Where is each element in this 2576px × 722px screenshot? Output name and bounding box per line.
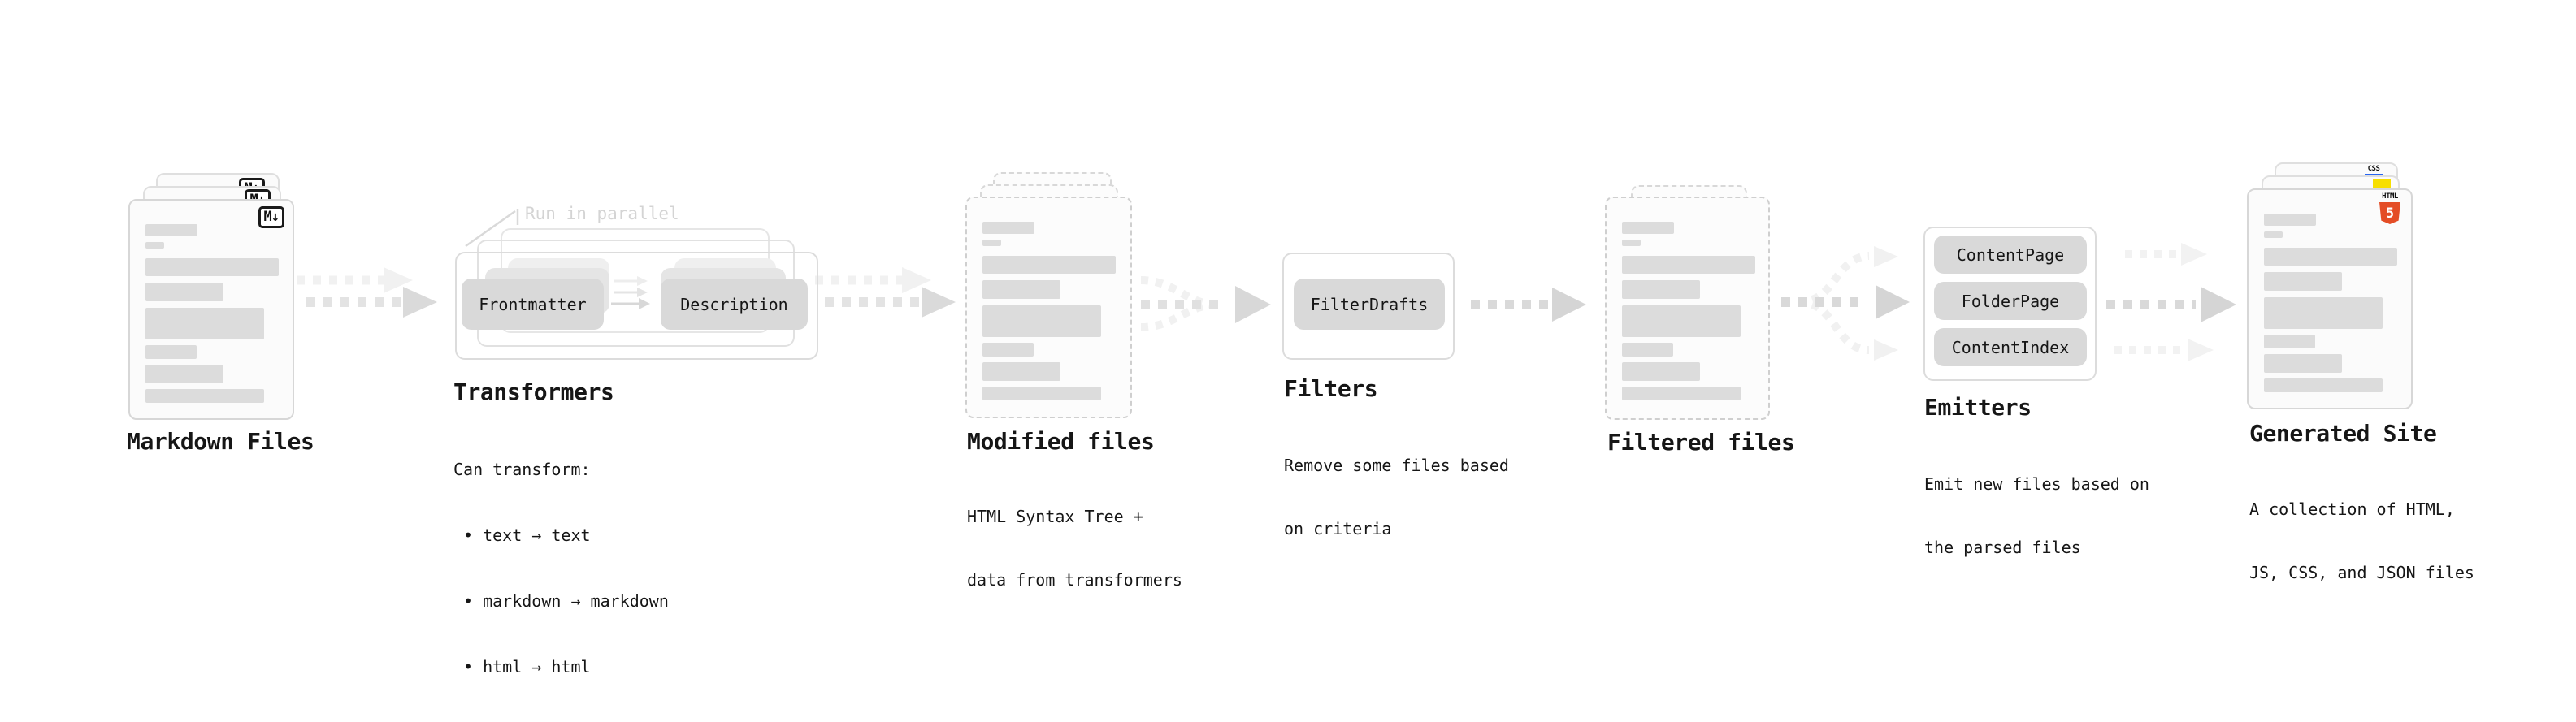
placeholder-line (145, 389, 264, 403)
document-card: M↓ (128, 199, 294, 420)
document-card-dashed (965, 197, 1132, 418)
placeholder-line (2264, 335, 2315, 348)
placeholder-line (982, 362, 1060, 381)
html5-number: 5 (2385, 205, 2395, 222)
modified-files-subtitle: HTML Syntax Tree + data from transformer… (967, 464, 1182, 633)
arrow-right-icon (1471, 288, 1586, 322)
document-placeholder-lines (982, 222, 1116, 400)
placeholder-line (1622, 240, 1641, 246)
document-placeholder-lines (2264, 214, 2397, 392)
transformers-note: Can transform: • text → text • markdown … (453, 415, 669, 722)
html5-shield: 5 (2379, 202, 2400, 224)
stage-title-markdown-files: Markdown Files (127, 428, 314, 455)
pill-folderpage: FolderPage (1934, 282, 2087, 320)
document-placeholder-lines (1622, 222, 1755, 400)
placeholder-line (2264, 297, 2383, 329)
subtitle-line: Remove some files based (1284, 456, 1509, 475)
placeholder-line (982, 305, 1101, 337)
placeholder-line (982, 256, 1116, 274)
subtitle-line: JS, CSS, and JSON files (2249, 563, 2474, 582)
placeholder-line (1622, 362, 1700, 381)
placeholder-line (145, 224, 197, 236)
placeholder-line (145, 283, 223, 301)
document-placeholder-lines (145, 224, 279, 403)
fanout-arrow-icon (1781, 246, 1910, 361)
subtitle-line: the parsed files (1924, 538, 2081, 557)
stage-title-transformers: Transformers (453, 378, 614, 405)
placeholder-line (1622, 280, 1700, 299)
note-bullet: • html → html (463, 657, 591, 677)
placeholder-line (982, 222, 1034, 234)
subtitle-line: A collection of HTML, (2249, 499, 2455, 519)
subtitle-line: HTML Syntax Tree + (967, 507, 1143, 526)
transformer-box-front (455, 252, 818, 360)
placeholder-line (145, 365, 223, 383)
stage-title-filters: Filters (1284, 375, 1378, 402)
placeholder-line (1622, 343, 1673, 357)
filters-subtitle: Remove some files based on criteria (1284, 413, 1509, 581)
placeholder-line (2264, 272, 2342, 291)
placeholder-line (2264, 231, 2283, 238)
placeholder-line (145, 242, 164, 249)
arrow-right-icon (297, 267, 437, 318)
placeholder-line (145, 258, 279, 276)
placeholder-line (2264, 248, 2397, 266)
note-bullet: • markdown → markdown (463, 591, 669, 611)
document-card: HTML 5 (2247, 188, 2413, 409)
note-heading: Can transform: (453, 460, 591, 479)
html5-word: HTML (2382, 192, 2398, 201)
converge-arrow-icon (1140, 276, 1271, 331)
pill-contentindex: ContentIndex (1934, 328, 2087, 366)
css-label: CSS (2367, 165, 2380, 173)
markdown-icon: M↓ (258, 206, 284, 228)
placeholder-line (1622, 222, 1674, 234)
js-icon (2373, 179, 2391, 189)
arrow-right-icon (815, 267, 956, 318)
arrow-right-icon (2106, 243, 2236, 361)
generated-site-subtitle: A collection of HTML, JS, CSS, and JSON … (2249, 456, 2474, 625)
placeholder-line (145, 308, 264, 339)
emitters-box (1923, 227, 2097, 381)
placeholder-line (982, 280, 1060, 299)
pill-description: Description (661, 279, 808, 330)
placeholder-line (982, 343, 1034, 357)
subtitle-line: data from transformers (967, 570, 1182, 590)
stage-title-modified-files: Modified files (967, 428, 1155, 455)
placeholder-line (1622, 387, 1741, 400)
placeholder-line (982, 240, 1001, 246)
subtitle-line: Emit new files based on (1924, 474, 2149, 494)
stage-title-generated-site: Generated Site (2249, 420, 2437, 447)
filters-box (1282, 253, 1455, 360)
placeholder-line (2264, 214, 2316, 226)
placeholder-line (1622, 256, 1755, 274)
emitters-subtitle: Emit new files based on the parsed files (1924, 431, 2149, 600)
html5-icon: HTML 5 (2379, 193, 2400, 224)
pill-filterdrafts: FilterDrafts (1294, 279, 1445, 330)
document-card-dashed (1605, 197, 1770, 420)
parallel-label: Run in parallel (525, 204, 679, 223)
placeholder-line (2264, 354, 2342, 373)
subtitle-line: on criteria (1284, 519, 1392, 538)
stage-title-filtered-files: Filtered files (1607, 429, 1795, 456)
pill-frontmatter: Frontmatter (462, 279, 604, 330)
pill-contentpage: ContentPage (1934, 236, 2087, 274)
stage-title-emitters: Emitters (1924, 394, 2032, 421)
placeholder-line (145, 345, 197, 359)
placeholder-line (1622, 305, 1741, 337)
placeholder-line (982, 387, 1101, 400)
placeholder-line (2264, 378, 2383, 392)
note-bullet: • text → text (463, 525, 591, 545)
